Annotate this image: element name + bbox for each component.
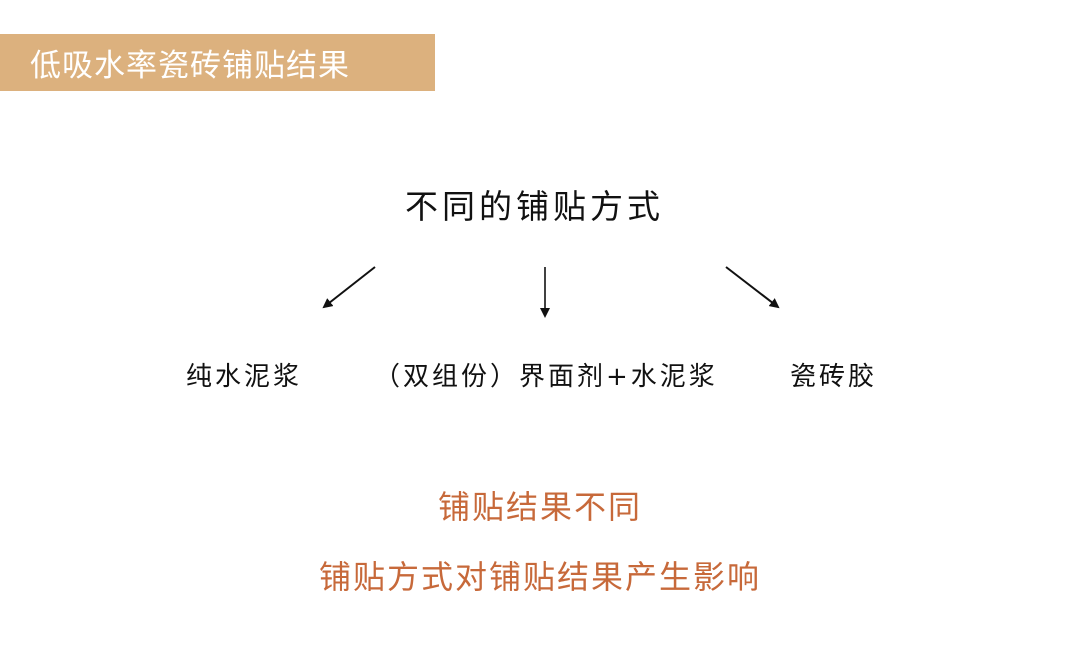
diagram-root-label: 不同的铺贴方式 bbox=[405, 187, 664, 226]
method-pure-cement-slurry: 纯水泥浆 bbox=[186, 362, 303, 392]
page-title: 低吸水率瓷砖铺贴结果 bbox=[30, 48, 350, 84]
arrow-left bbox=[322, 266, 376, 309]
conclusion-method-affects-result: 铺贴方式对铺贴结果产生影响 bbox=[318, 558, 761, 596]
title-banner: 低吸水率瓷砖铺贴结果 bbox=[0, 34, 435, 91]
arrow-right bbox=[725, 266, 780, 309]
method-tile-adhesive: 瓷砖胶 bbox=[790, 362, 878, 392]
method-interface-agent-cement-slurry: （双组份）界面剂+水泥浆 bbox=[374, 362, 718, 392]
conclusion-result-differs: 铺贴结果不同 bbox=[437, 488, 642, 526]
